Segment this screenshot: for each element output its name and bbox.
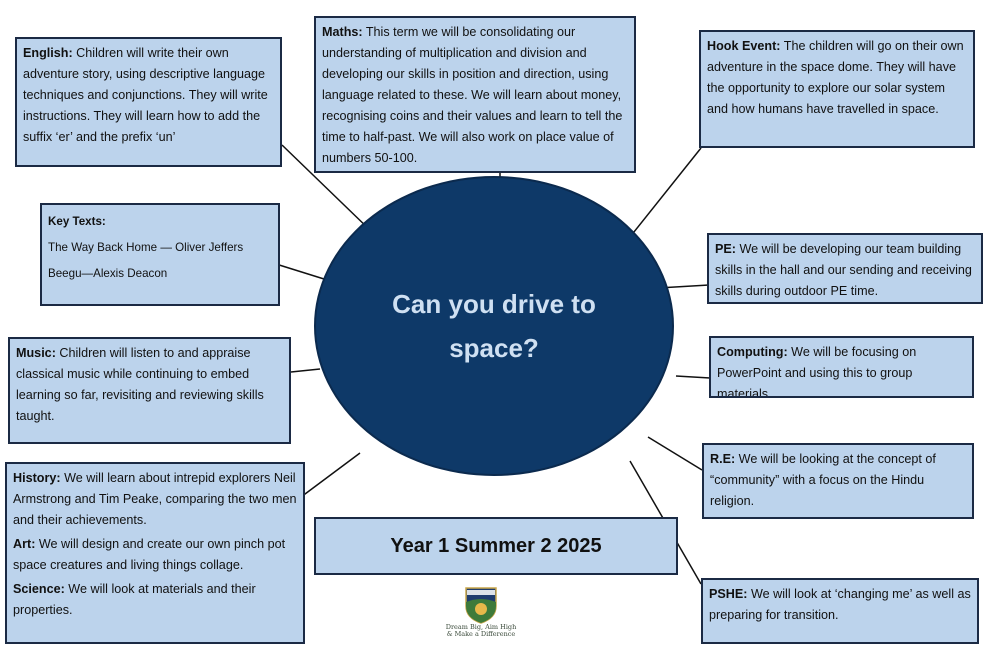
connector-hook <box>621 147 702 248</box>
re-box: R.E: We will be looking at the concept o… <box>702 443 974 519</box>
maths-heading: Maths: <box>322 25 363 39</box>
art-heading: Art: <box>13 537 36 551</box>
science-text: We will look at materials and their prop… <box>13 582 256 617</box>
science-heading: Science: <box>13 582 65 596</box>
key-text-item: Beegu—Alexis Deacon <box>48 267 168 280</box>
art-text: We will design and create our own pinch … <box>13 537 286 572</box>
history-section: History: We will learn about intrepid ex… <box>13 468 297 531</box>
computing-heading: Computing: <box>717 345 788 359</box>
connector-history <box>300 452 361 498</box>
hook-event-box: Hook Event: The children will go on thei… <box>699 30 975 148</box>
pshe-text: We will look at ‘changing me’ as well as… <box>709 587 971 622</box>
history-heading: History: <box>13 471 61 485</box>
hook-heading: Hook Event: <box>707 39 781 53</box>
re-heading: R.E: <box>710 452 736 466</box>
year-term-label: Year 1 Summer 2 2025 <box>390 534 602 557</box>
school-logo: Dream Big, Aim High & Make a Difference <box>436 586 526 646</box>
connector-english <box>281 144 373 233</box>
connector-re <box>647 436 703 471</box>
computing-text: We will be focusing on PowerPoint and us… <box>717 345 917 398</box>
hook-text: The children will go on their own advent… <box>707 39 964 116</box>
computing-box: Computing: We will be focusing on PowerP… <box>709 336 974 398</box>
art-section: Art: We will design and create our own p… <box>13 534 297 576</box>
english-heading: English: <box>23 46 73 60</box>
maths-box: Maths: This term we will be consolidatin… <box>314 16 636 173</box>
music-text: Children will listen to and appraise cla… <box>16 346 264 423</box>
pe-text: We will be developing our team building … <box>715 242 972 298</box>
school-motto-line: & Make a Difference <box>446 630 516 638</box>
music-box: Music: Children will listen to and appra… <box>8 337 291 444</box>
english-box: English: Children will write their own a… <box>15 37 282 167</box>
key-texts-heading: Key Texts: <box>48 215 106 228</box>
history-text: We will learn about intrepid explorers N… <box>13 471 297 527</box>
year-term-banner: Year 1 Summer 2 2025 <box>314 517 678 575</box>
pshe-box: PSHE: We will look at ‘changing me’ as w… <box>701 578 979 644</box>
history-art-science-box: History: We will learn about intrepid ex… <box>5 462 305 644</box>
pe-box: PE: We will be developing our team build… <box>707 233 983 304</box>
english-text: Children will write their own adventure … <box>23 46 268 144</box>
connector-computing <box>675 375 711 379</box>
key-texts-box: Key Texts: The Way Back Home — Oliver Je… <box>40 203 280 306</box>
connector-music <box>290 368 321 373</box>
central-question: Can you drive to space? <box>392 289 596 363</box>
re-text: We will be looking at the concept of “co… <box>710 452 936 508</box>
music-heading: Music: <box>16 346 56 360</box>
pe-heading: PE: <box>715 242 736 256</box>
school-motto-line: Dream Big, Aim High <box>445 623 517 631</box>
science-section: Science: We will look at materials and t… <box>13 579 297 621</box>
pshe-heading: PSHE: <box>709 587 748 601</box>
central-question-ellipse: Can you drive to space? <box>314 176 674 476</box>
maths-text: This term we will be consolidating our u… <box>322 25 623 165</box>
school-crest-icon <box>465 587 497 624</box>
key-text-item: The Way Back Home — Oliver Jeffers <box>48 241 244 254</box>
